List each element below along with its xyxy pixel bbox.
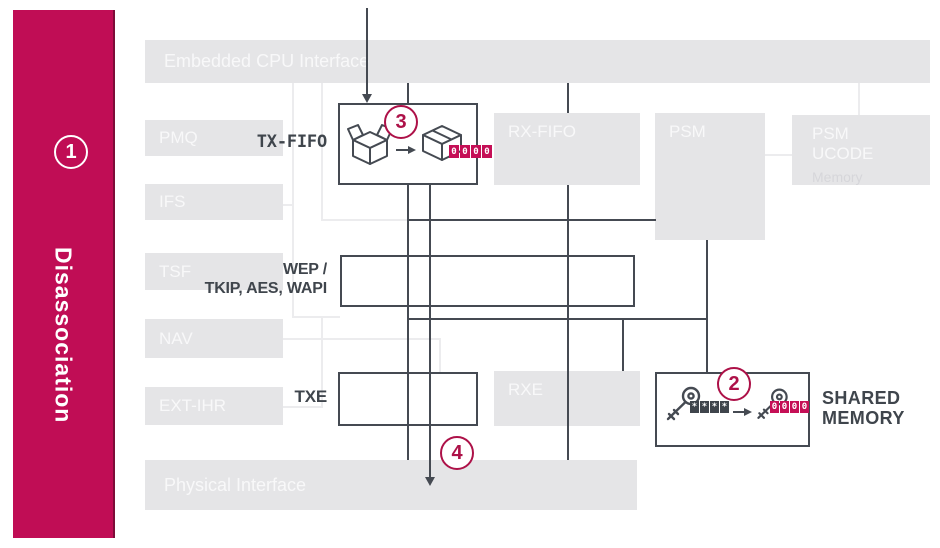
annotation-circle-4: 4 bbox=[440, 436, 474, 470]
block-physical-interface: Physical Interface bbox=[145, 460, 637, 510]
step-sidebar bbox=[13, 10, 115, 538]
closed-box-icon bbox=[422, 125, 462, 161]
arrow-cpu-to-txfifo bbox=[366, 8, 368, 96]
light-connector bbox=[322, 219, 408, 221]
light-connector bbox=[858, 79, 860, 116]
key-icon bbox=[666, 386, 701, 421]
step-number: 1 bbox=[65, 140, 77, 163]
step-title-text: Disassociation bbox=[50, 247, 77, 424]
block-label: EXT-IHR bbox=[159, 396, 227, 415]
crypto-label-line2: TKIP, AES, WAPI bbox=[204, 280, 328, 297]
block-label: UCODE bbox=[812, 144, 874, 163]
encrypted-key-code: * * * * bbox=[690, 401, 729, 413]
block-psm: PSM bbox=[655, 113, 765, 240]
arrow-right-icon bbox=[744, 408, 752, 416]
masked-char: * bbox=[700, 401, 709, 413]
annotation-number: 2 bbox=[728, 372, 740, 395]
light-connector bbox=[283, 406, 323, 408]
masked-char: * bbox=[690, 401, 699, 413]
block-label: RXE bbox=[508, 380, 543, 399]
block-rx-fifo: RX-FIFO bbox=[494, 113, 640, 185]
block-label: TSF bbox=[159, 261, 192, 281]
step-number-badge: 1 bbox=[54, 135, 88, 169]
light-connector bbox=[283, 204, 294, 206]
block-label: IFS bbox=[159, 192, 186, 211]
block-ext-ihr: EXT-IHR bbox=[145, 387, 283, 425]
shared-memory-line1: SHARED bbox=[822, 388, 901, 408]
connector bbox=[706, 240, 708, 372]
light-connector bbox=[321, 318, 323, 408]
light-connector bbox=[283, 338, 441, 340]
crypto-label-line1: WEP / bbox=[282, 261, 327, 278]
block-psm-ucode-memory: PSM UCODE Memory bbox=[792, 115, 930, 185]
counter-digit: 0 bbox=[780, 401, 789, 413]
connector bbox=[622, 319, 624, 371]
block-label: PSM bbox=[812, 124, 849, 143]
annotation-circle-2: 2 bbox=[717, 367, 751, 401]
crypto-engine-box bbox=[340, 255, 635, 307]
open-box-icon bbox=[347, 124, 393, 165]
block-sublabel: Memory bbox=[812, 169, 863, 185]
step-title: Disassociation bbox=[13, 168, 113, 503]
block-tsf: TSF bbox=[145, 253, 283, 290]
connector bbox=[567, 185, 569, 460]
block-nav: NAV bbox=[145, 319, 283, 358]
masked-char: * bbox=[710, 401, 719, 413]
light-connector bbox=[292, 316, 340, 318]
arrow-down-icon bbox=[362, 94, 372, 103]
tx-fifo-counter: 0 0 0 0 bbox=[449, 145, 492, 158]
connector bbox=[567, 83, 569, 113]
block-label: Embedded CPU Interface bbox=[164, 51, 370, 71]
annotation-number: 4 bbox=[451, 441, 463, 464]
connector bbox=[407, 185, 409, 460]
counter-digit: 0 bbox=[790, 401, 799, 413]
block-ifs: IFS bbox=[145, 184, 283, 220]
block-label: PSM bbox=[669, 122, 706, 141]
counter-digit: 0 bbox=[770, 401, 779, 413]
arrow-down-icon bbox=[425, 477, 435, 486]
zeroed-key-counter: 0 0 0 0 bbox=[770, 401, 809, 413]
counter-digit: 0 bbox=[449, 145, 459, 158]
arrow-box-to-box bbox=[396, 149, 410, 151]
connector bbox=[408, 318, 708, 320]
shared-memory-line2: MEMORY bbox=[822, 408, 905, 428]
counter-digit: 0 bbox=[460, 145, 470, 158]
light-connector bbox=[292, 83, 294, 318]
annotation-circle-3: 3 bbox=[384, 105, 418, 139]
counter-digit: 0 bbox=[471, 145, 481, 158]
block-label: RX-FIFO bbox=[508, 122, 576, 141]
block-label: NAV bbox=[159, 328, 193, 348]
connector bbox=[407, 83, 409, 103]
block-label: PMQ bbox=[159, 128, 198, 147]
arrow-right-icon bbox=[408, 146, 416, 154]
light-connector bbox=[321, 83, 323, 221]
annotation-number: 3 bbox=[395, 110, 407, 133]
crypto-label: WEP / TKIP, AES, WAPI bbox=[137, 260, 328, 298]
block-embedded-cpu-interface: Embedded CPU Interface bbox=[145, 40, 930, 83]
shared-memory-label: SHARED MEMORY bbox=[822, 388, 905, 428]
block-label: Physical Interface bbox=[164, 474, 307, 495]
counter-digit: 0 bbox=[482, 145, 492, 158]
txe-label: TXE bbox=[294, 387, 328, 406]
block-pmq: PMQ bbox=[145, 120, 283, 156]
arrow-key-to-key bbox=[733, 411, 746, 413]
counter-digit: 0 bbox=[800, 401, 809, 413]
light-connector bbox=[439, 338, 441, 372]
arrow-to-physical bbox=[429, 185, 431, 478]
connector bbox=[408, 219, 656, 221]
tx-fifo-label: TX-FIFO bbox=[256, 132, 327, 152]
masked-char: * bbox=[720, 401, 729, 413]
light-connector bbox=[765, 154, 792, 156]
